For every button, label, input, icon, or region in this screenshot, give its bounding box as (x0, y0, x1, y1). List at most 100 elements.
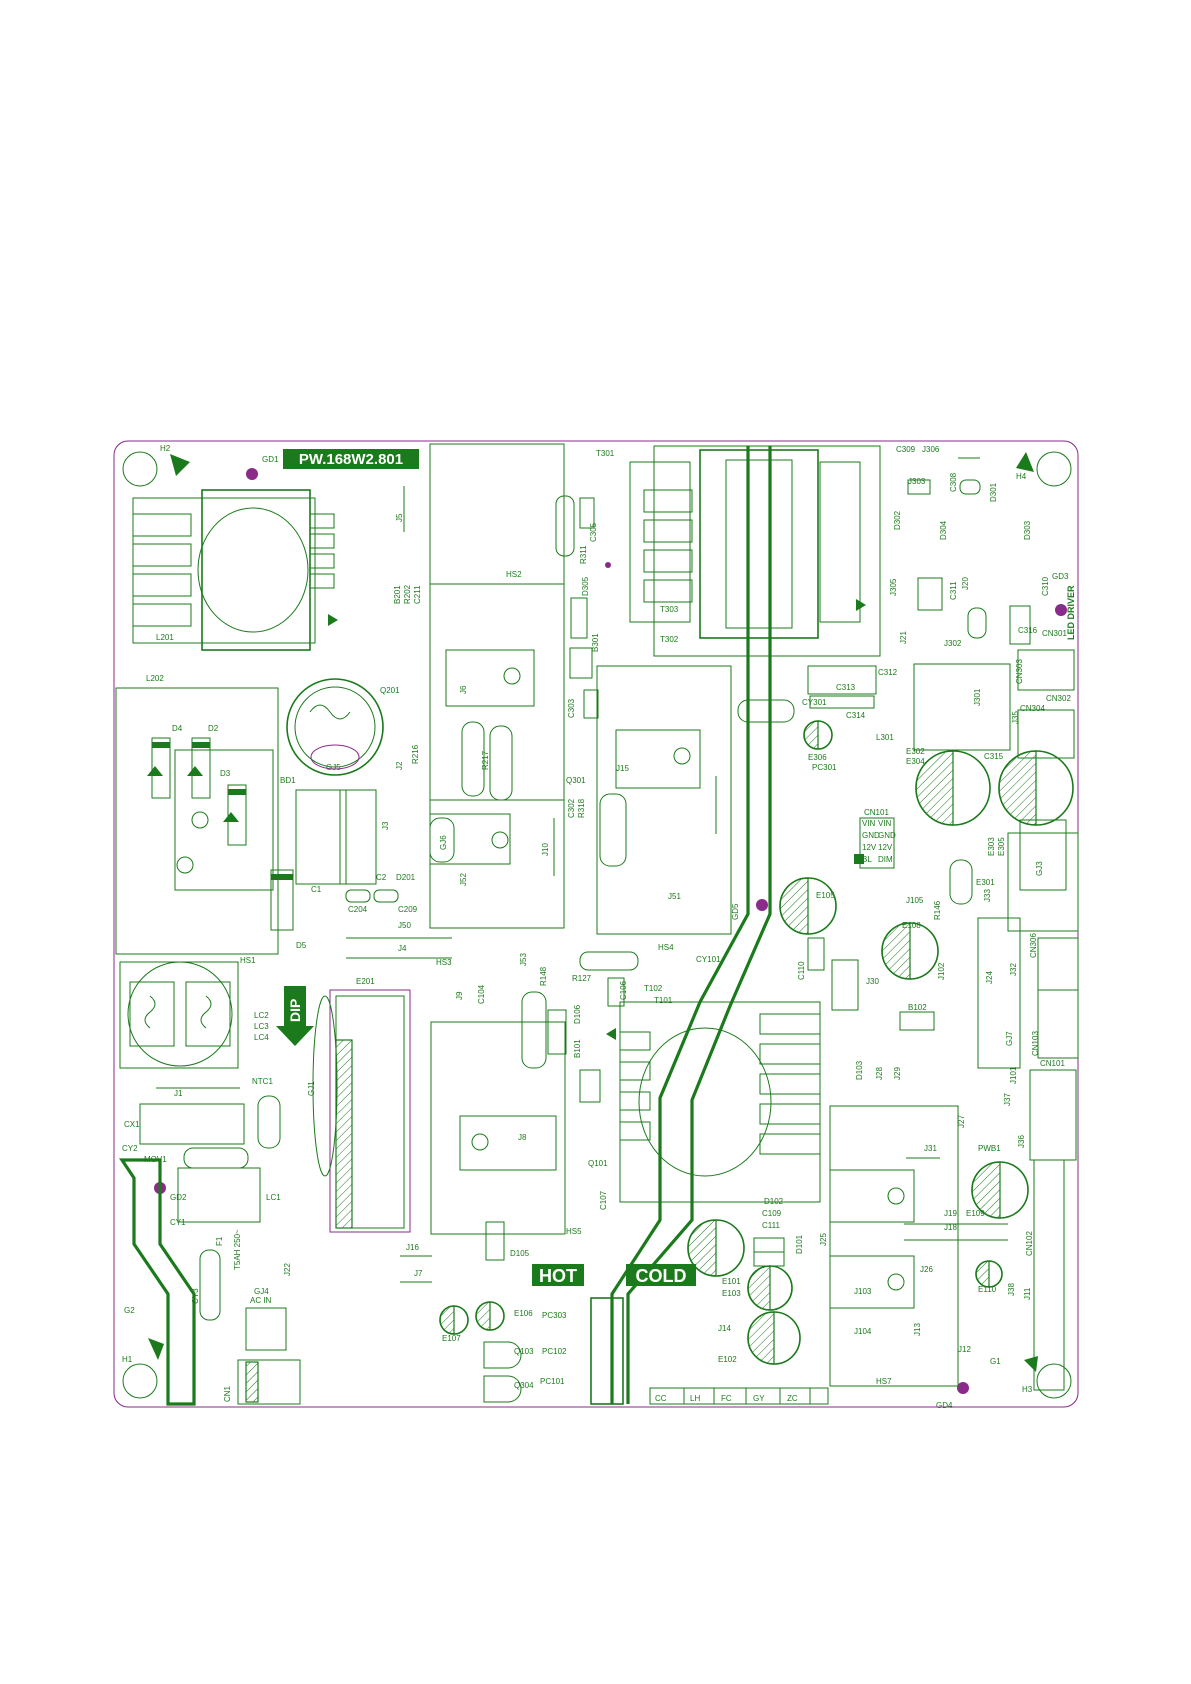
svg-text:J4: J4 (398, 944, 407, 953)
svg-text:J105: J105 (906, 896, 924, 905)
svg-text:J35: J35 (1011, 711, 1020, 724)
svg-text:J14: J14 (718, 1324, 731, 1333)
svg-text:HS3: HS3 (436, 958, 452, 967)
ground-dot-gd5 (756, 899, 768, 911)
svg-text:H4: H4 (1016, 472, 1027, 481)
svg-text:D3: D3 (220, 769, 231, 778)
svg-text:C111: C111 (762, 1221, 780, 1230)
svg-text:PC102: PC102 (542, 1347, 567, 1356)
svg-text:E305: E305 (997, 837, 1006, 856)
capacitor-e106 (475, 1301, 505, 1331)
svg-text:C204: C204 (348, 905, 368, 914)
svg-text:J51: J51 (668, 892, 681, 901)
svg-text:D2: D2 (208, 724, 219, 733)
svg-text:C313: C313 (836, 683, 856, 692)
svg-text:LC2: LC2 (254, 1011, 269, 1020)
svg-text:C315: C315 (984, 752, 1004, 761)
svg-text:J26: J26 (920, 1265, 933, 1274)
svg-text:J15: J15 (616, 764, 629, 773)
svg-text:Q201: Q201 (380, 686, 400, 695)
svg-text:T102: T102 (644, 984, 663, 993)
svg-text:PW.168W2.801: PW.168W2.801 (299, 451, 403, 468)
board-outline (113, 440, 1079, 1408)
svg-text:NTC1: NTC1 (252, 1077, 273, 1086)
cn101-pin-table: VIN VIN GND GND 12V 12V BL DIM (859, 817, 896, 869)
svg-text:C109: C109 (762, 1209, 782, 1218)
svg-text:D5: D5 (296, 941, 307, 950)
svg-text:J16: J16 (406, 1243, 419, 1252)
svg-text:HS5: HS5 (566, 1227, 582, 1236)
svg-text:J3: J3 (381, 821, 390, 830)
svg-text:J302: J302 (944, 639, 962, 648)
svg-text:J32: J32 (1009, 963, 1018, 976)
mount-hole-h1 (122, 1338, 164, 1399)
ground-dot-r311 (605, 562, 611, 568)
svg-text:MOV1: MOV1 (144, 1155, 167, 1164)
svg-text:CN101: CN101 (864, 808, 889, 817)
pin-cc: CC (655, 1394, 667, 1403)
svg-text:J25: J25 (819, 1233, 828, 1246)
svg-text:CN302: CN302 (1046, 694, 1071, 703)
svg-text:CY2: CY2 (122, 1144, 138, 1153)
capacitor-e101 (687, 1219, 745, 1277)
svg-text:CX1: CX1 (124, 1120, 140, 1129)
transformer-t101 (606, 1001, 821, 1203)
svg-text:D4: D4 (172, 724, 183, 733)
svg-text:D201: D201 (396, 873, 416, 882)
svg-text:J104: J104 (854, 1327, 872, 1336)
svg-text:GD3: GD3 (1052, 572, 1069, 581)
svg-text:L301: L301 (876, 733, 894, 742)
svg-text:CN306: CN306 (1029, 933, 1038, 958)
pin-lh: LH (690, 1394, 700, 1403)
svg-text:J5: J5 (395, 513, 404, 522)
svg-text:D102: D102 (764, 1197, 784, 1206)
svg-text:T302: T302 (660, 635, 679, 644)
svg-text:C316: C316 (1018, 626, 1038, 635)
choke-lc2 (119, 961, 239, 1069)
svg-text:GJ4: GJ4 (254, 1287, 269, 1296)
svg-text:HOT: HOT (539, 1266, 577, 1286)
ground-dot-gd4 (957, 1382, 969, 1394)
svg-text:E108: E108 (902, 921, 921, 930)
svg-text:D305: D305 (581, 576, 590, 596)
cold-label: COLD (626, 1264, 696, 1286)
svg-text:J6: J6 (459, 685, 468, 694)
mount-hole-h4 (1016, 451, 1072, 487)
capacitor-e108 (881, 922, 939, 980)
svg-text:LC1: LC1 (266, 1193, 281, 1202)
bridge-outline (115, 687, 279, 955)
svg-text:E103: E103 (722, 1289, 741, 1298)
capacitor-pwb1 (971, 1161, 1029, 1219)
svg-text:E109: E109 (966, 1209, 985, 1218)
svg-text:R127: R127 (572, 974, 592, 983)
svg-text:E106: E106 (514, 1309, 533, 1318)
svg-text:C107: C107 (599, 1190, 608, 1210)
svg-text:E105: E105 (816, 891, 835, 900)
svg-text:J31: J31 (924, 1144, 937, 1153)
board-title: PW.168W2.801 (283, 449, 419, 469)
svg-text:VIN: VIN (862, 819, 876, 828)
svg-text:GJ5: GJ5 (326, 763, 341, 772)
svg-text:E102: E102 (718, 1355, 737, 1364)
svg-text:GJ7: GJ7 (1005, 1031, 1014, 1046)
svg-text:CY3: CY3 (191, 1288, 200, 1304)
svg-text:HS1: HS1 (240, 956, 256, 965)
ground-dot-gd1 (246, 468, 258, 480)
svg-text:H2: H2 (160, 444, 171, 453)
svg-text:D106: D106 (573, 1004, 582, 1024)
svg-text:D301: D301 (989, 482, 998, 502)
svg-text:C2: C2 (376, 873, 387, 882)
heatsink-hs7 (829, 1105, 959, 1387)
dip-arrow: DIP (276, 986, 314, 1046)
svg-text:D304: D304 (939, 520, 948, 540)
heatsink-hs2 (429, 443, 565, 585)
svg-text:E306: E306 (808, 753, 827, 762)
svg-text:C309: C309 (896, 445, 916, 454)
svg-text:R146: R146 (933, 900, 942, 920)
svg-text:GJ3: GJ3 (1035, 861, 1044, 876)
svg-text:J28: J28 (875, 1067, 884, 1080)
svg-text:CN301: CN301 (1042, 629, 1067, 638)
svg-text:G2: G2 (124, 1306, 135, 1315)
svg-text:J1: J1 (174, 1089, 183, 1098)
